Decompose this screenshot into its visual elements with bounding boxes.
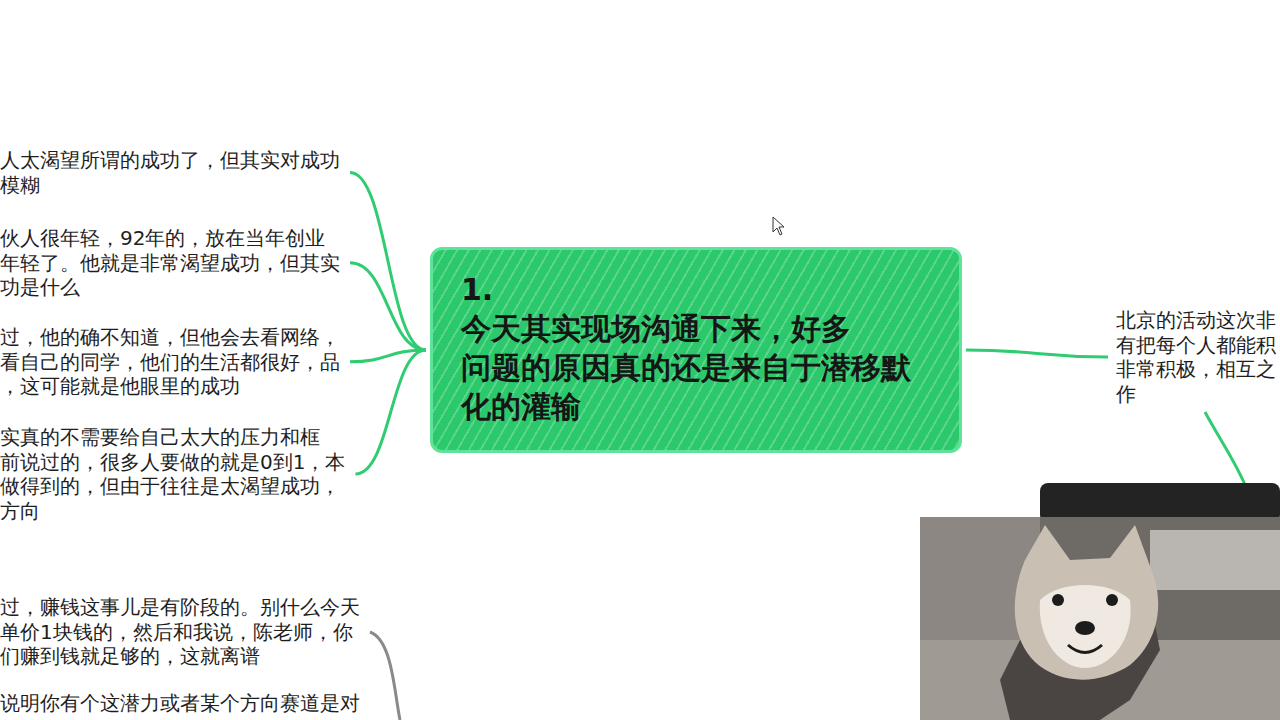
branch-connector — [350, 263, 426, 350]
branch-connector — [350, 173, 426, 351]
topic-text: 过，他的确不知道，但他会去看网络， 看自己的同学，他们的生活都很好，品 ，这可能… — [0, 325, 340, 399]
branch-line — [370, 632, 400, 720]
topic-text: 过，赚钱这事儿是有阶段的。别什么今天 单价1块钱的，然后和我说，陈老师，你 们赚… — [0, 595, 360, 669]
subtopic-text: 过，赚钱这事儿是有阶段的。别什么今天 单价1块钱的，然后和我说，陈老师，你 们赚… — [0, 595, 362, 669]
central-topic: 1. 今天其实现场沟通下来，好多 问题的原因真的还是来自于潜移默 化的灌输 — [430, 247, 962, 453]
topic-text: 伙人很年轻，92年的，放在当年创业 年轻了。他就是非常渴望成功，但其实 功是什么 — [0, 226, 340, 300]
subtopic-text: 伙人很年轻，92年的，放在当年创业 年轻了。他就是非常渴望成功，但其实 功是什么 — [0, 226, 342, 300]
branch-line — [1205, 412, 1248, 492]
branch-connector — [966, 350, 1108, 357]
topic-text: 实真的不需要给自己太大的压力和框 前说过的，很多人要做的就是0到1，本 做得到的… — [0, 425, 345, 523]
mouse-cursor — [773, 217, 784, 235]
topic-text: 北京的活动这次非 有把每个人都能积 非常积极，相互之 作 — [1116, 308, 1276, 406]
subtopic-text: 实真的不需要给自己太大的压力和框 前说过的，很多人要做的就是0到1，本 做得到的… — [0, 425, 347, 523]
webcam-overlay — [920, 517, 1280, 720]
topic-text: 1. 今天其实现场沟通下来，好多 问题的原因真的还是来自于潜移默 化的灌输 — [461, 270, 931, 426]
topic-text: 人太渴望所谓的成功了，但其实对成功 模糊 — [0, 148, 340, 197]
subtopic-text: 北京的活动这次非 有把每个人都能积 非常积极，相互之 作 — [1116, 308, 1278, 406]
subtopic-text: 过，他的确不知道，但他会去看网络， 看自己的同学，他们的生活都很好，品 ，这可能… — [0, 325, 342, 399]
subtopic-text: 说明你有个这潜力或者某个方向赛道是对 — [0, 691, 362, 716]
topic-text: 说明你有个这潜力或者某个方向赛道是对 — [0, 691, 360, 716]
subtopic-text: 人太渴望所谓的成功了，但其实对成功 模糊 — [0, 148, 342, 197]
branch-connector — [355, 350, 426, 474]
